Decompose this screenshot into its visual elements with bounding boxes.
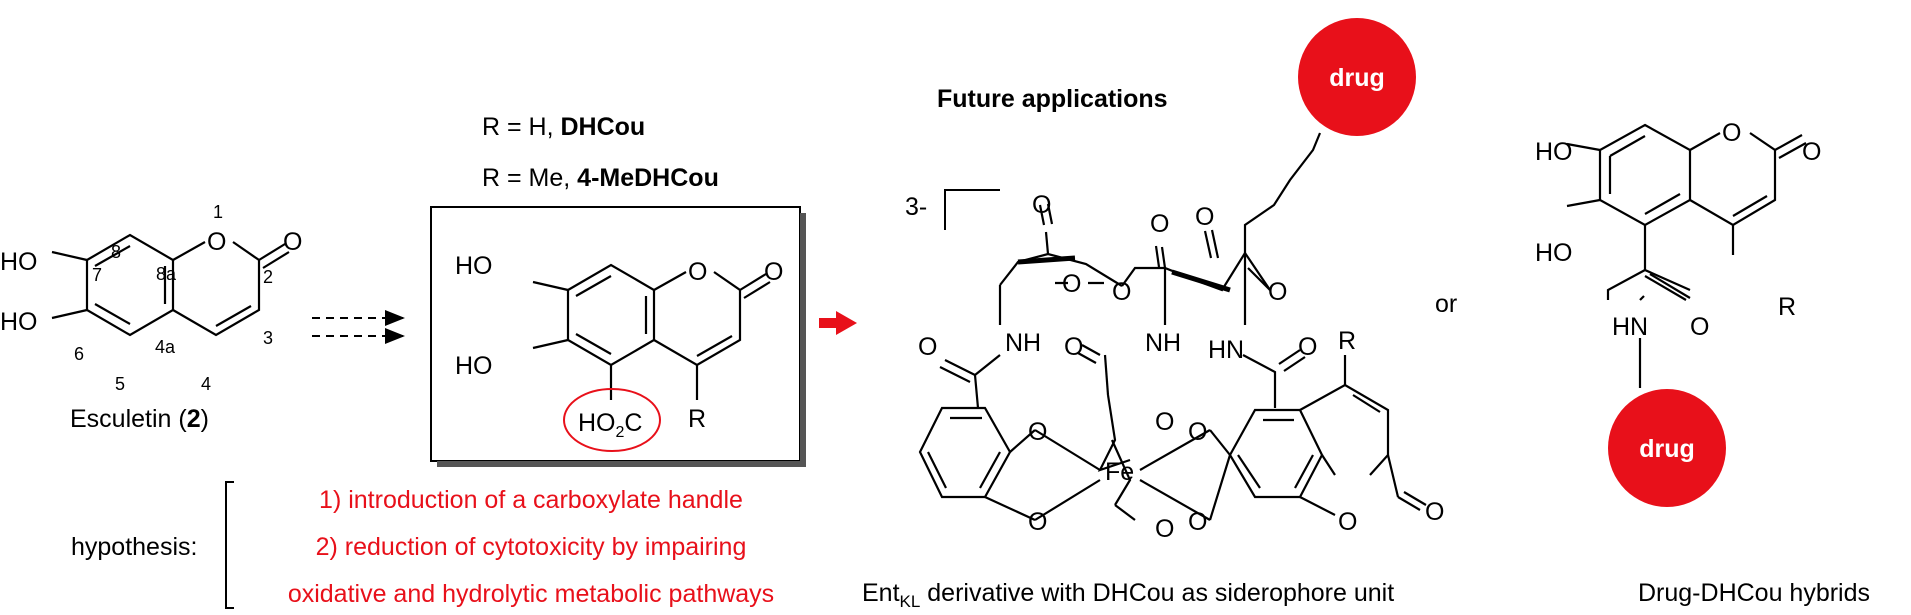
hybrid-labels: HO HO O O O HN R	[1535, 119, 1821, 341]
hypothesis-item-2: 2) reduction of cytotoxicity by impairin…	[316, 533, 747, 561]
future-applications-title: Future applications	[937, 85, 1168, 113]
dhcou-carboxylic-acid: HO2C	[578, 409, 642, 441]
hypothesis-item-1: 1) introduction of a carboxylate handle	[319, 486, 743, 514]
amide-hn-right: HN	[1208, 336, 1244, 364]
atom-o-carbonyl: O	[1425, 498, 1444, 526]
atom-o-cat-2: O	[1028, 508, 1047, 536]
dhcou-labels: HO HO O O HO2C R	[455, 252, 783, 441]
enterobactin-atom-labels: O O O O O O NH NH HN O O O R O O O O O O…	[918, 191, 1444, 543]
drug-label-top: drug	[1329, 64, 1385, 92]
analog-line-dhcou: R = H, DHCou	[482, 113, 645, 141]
drug-circle-top	[1298, 18, 1416, 136]
drug-label-hybrid: drug	[1639, 435, 1695, 463]
hypothesis-item-3: oxidative and hydrolytic metabolic pathw…	[288, 580, 774, 608]
atom-o-cat-1: O	[1028, 418, 1047, 446]
r-group-future: R	[1338, 327, 1356, 355]
atom-o-1: O	[1032, 191, 1051, 219]
hypothesis-bracket	[225, 481, 234, 609]
atom-o-cat-4: O	[1155, 515, 1174, 543]
dhcou-oh-top: HO	[455, 252, 493, 280]
atom-number-4a: 4a	[155, 337, 176, 357]
esculetin-name: Esculetin (2)	[70, 405, 209, 433]
atom-number-8: 8	[111, 242, 121, 262]
atom-o-5: O	[1112, 278, 1131, 306]
dhcou-ring-oxygen: O	[688, 258, 707, 286]
atom-number-4: 4	[201, 374, 211, 394]
drug-circle-hybrid	[1608, 389, 1726, 507]
atom-number-5: 5	[115, 374, 125, 394]
atom-o-4: O	[1062, 270, 1081, 298]
atom-o-6: O	[1268, 278, 1287, 306]
esculetin-structure	[51, 233, 290, 337]
esculetin-oh-bottom: HO	[0, 308, 38, 336]
amide-nh-middle: NH	[1145, 329, 1181, 357]
dhcou-carbonyl-oxygen: O	[764, 258, 783, 286]
atom-number-1: 1	[213, 202, 223, 222]
hybrid-carbonyl-oxygen: O	[1802, 138, 1821, 166]
entkl-caption: EntKL derivative with DHCou as sideropho…	[862, 579, 1394, 611]
atom-number-8a: 8a	[156, 264, 177, 284]
analog-frame	[430, 206, 801, 462]
hypothesis-label: hypothesis:	[71, 533, 197, 561]
atom-o-3: O	[1195, 203, 1214, 231]
analog-frame-shadow	[800, 213, 806, 467]
hybrid-caption: Drug-DHCou hybrids	[1638, 579, 1870, 607]
charge-bracket	[944, 189, 1000, 230]
atom-o-amide-middle: O	[1064, 333, 1083, 361]
amide-nh-left: NH	[1005, 329, 1041, 357]
hybrid-hn: HN	[1612, 313, 1648, 341]
hybrid-r-group: R	[1778, 293, 1796, 321]
dhcou-r-group: R	[688, 405, 706, 433]
hybrid-amide-oxygen: O	[1690, 313, 1709, 341]
hybrid-oh-bottom: HO	[1535, 239, 1573, 267]
hybrid-oh-top: HO	[1535, 138, 1573, 166]
dhcou-structure	[532, 263, 771, 400]
hybrid-structure	[1566, 123, 1807, 388]
analog-frame-shadow-bottom	[437, 461, 806, 467]
enterobactin-derivative-structure	[918, 132, 1427, 521]
dhcou-oh-bottom: HO	[455, 352, 493, 380]
atom-o-cat-6: O	[1188, 508, 1207, 536]
carboxylate-highlight-circle	[563, 388, 661, 452]
or-text: or	[1435, 290, 1457, 318]
esculetin-ring-oxygen: O	[207, 228, 226, 256]
red-arrow-icon	[819, 311, 857, 335]
atom-o-cat-3: O	[1155, 408, 1174, 436]
atom-number-7: 7	[92, 265, 102, 285]
atom-o-lactone: O	[1338, 508, 1357, 536]
iron-center: Fe	[1105, 458, 1134, 486]
esculetin-oh-top: HO	[0, 248, 38, 276]
dashed-arrow-icon	[312, 310, 405, 344]
charge-label: 3-	[905, 193, 927, 221]
atom-number-3: 3	[263, 328, 273, 348]
esculetin-labels: HO HO O O 1 2 3 4 4a 5 6 7 8 8a Esculeti…	[0, 202, 302, 433]
esculetin-carbonyl-oxygen: O	[283, 228, 302, 256]
hybrid-ring-oxygen: O	[1722, 119, 1741, 147]
atom-o-cat-5: O	[1188, 418, 1207, 446]
analog-line-4-medhcou: R = Me, 4-MeDHCou	[482, 164, 719, 192]
atom-number-6: 6	[74, 344, 84, 364]
atom-number-2: 2	[263, 267, 273, 287]
atom-o-amide-right: O	[1298, 333, 1317, 361]
atom-o-amide-left: O	[918, 333, 937, 361]
atom-o-2: O	[1150, 210, 1169, 238]
